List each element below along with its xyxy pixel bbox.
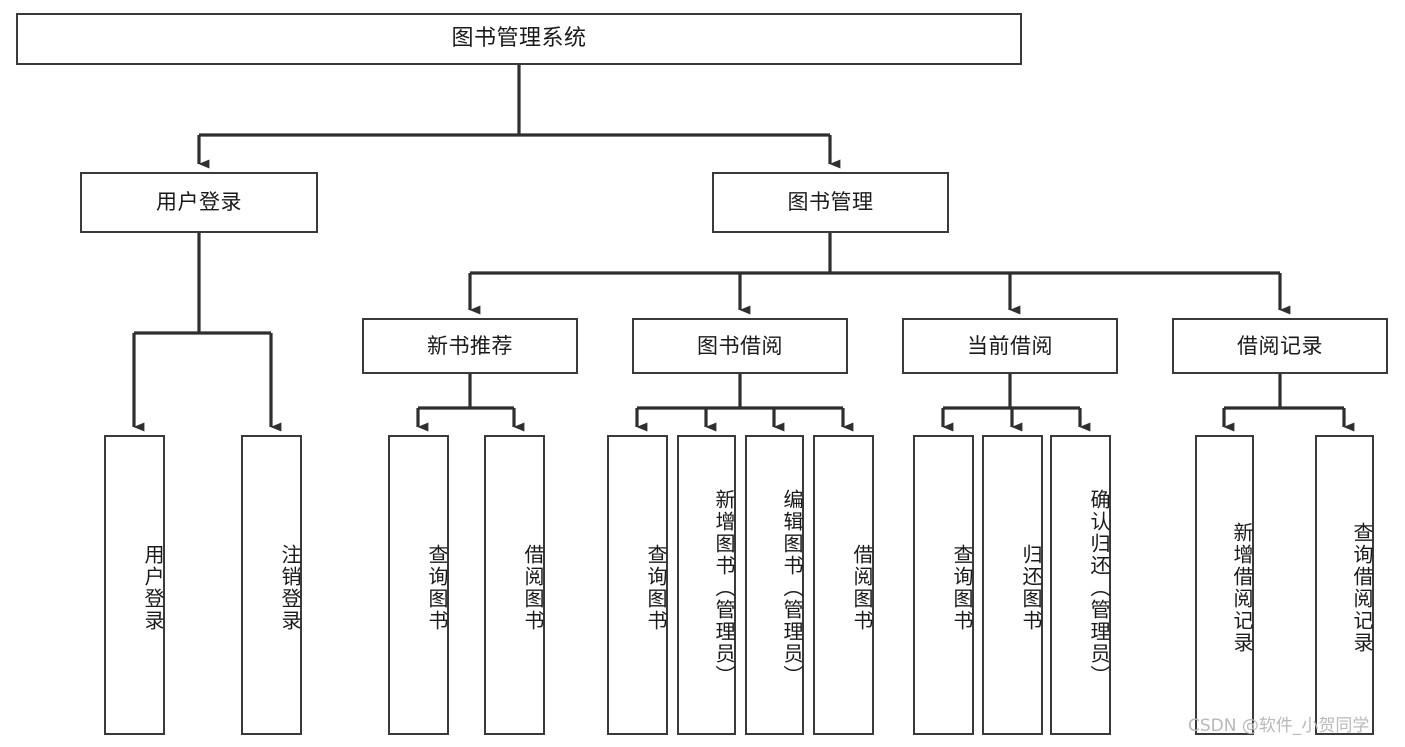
node-leaf-edit-book[interactable]: 编辑图书（管理员）: [745, 435, 804, 735]
node-leaf-user-logout-label: 注销登录: [278, 544, 302, 632]
node-book-borrow[interactable]: 图书借阅: [632, 318, 848, 374]
node-leaf-user-login[interactable]: 用户登录: [104, 435, 165, 735]
node-leaf-borrow-book-1[interactable]: 借阅图书: [484, 435, 545, 735]
node-leaf-add-record[interactable]: 新增借阅记录: [1195, 435, 1254, 735]
node-leaf-return-book-label: 归还图书: [1019, 544, 1043, 632]
node-leaf-query-book-3[interactable]: 查询图书: [913, 435, 974, 735]
node-leaf-add-book-label: 新增图书（管理员）: [712, 489, 736, 687]
node-root[interactable]: 图书管理系统: [16, 13, 1022, 65]
node-leaf-query-book-1[interactable]: 查询图书: [388, 435, 449, 735]
node-leaf-borrow-book-1-label: 借阅图书: [521, 544, 545, 632]
node-borrow-record[interactable]: 借阅记录: [1172, 318, 1388, 374]
node-leaf-query-record-label: 查询借阅记录: [1350, 522, 1374, 654]
node-leaf-query-book-2-label: 查询图书: [644, 544, 668, 632]
node-new-book-recommend-label: 新书推荐: [427, 333, 513, 358]
node-leaf-user-login-label: 用户登录: [141, 544, 165, 632]
node-book-management-label: 图书管理: [787, 190, 874, 215]
node-leaf-borrow-book-2-label: 借阅图书: [850, 544, 874, 632]
node-leaf-query-book-2[interactable]: 查询图书: [607, 435, 668, 735]
node-leaf-add-record-label: 新增借阅记录: [1230, 522, 1254, 654]
node-leaf-confirm-return[interactable]: 确认归还（管理员）: [1050, 435, 1111, 735]
node-leaf-edit-book-label: 编辑图书（管理员）: [780, 489, 804, 687]
node-book-management[interactable]: 图书管理: [712, 172, 949, 233]
node-leaf-return-book[interactable]: 归还图书: [982, 435, 1043, 735]
node-borrow-record-label: 借阅记录: [1237, 333, 1323, 358]
node-leaf-borrow-book-2[interactable]: 借阅图书: [813, 435, 874, 735]
node-user-login[interactable]: 用户登录: [80, 172, 318, 233]
node-current-borrow[interactable]: 当前借阅: [902, 318, 1118, 374]
node-root-label: 图书管理系统: [451, 26, 587, 52]
node-leaf-confirm-return-label: 确认归还（管理员）: [1087, 489, 1111, 687]
node-leaf-add-book[interactable]: 新增图书（管理员）: [677, 435, 736, 735]
node-leaf-query-record[interactable]: 查询借阅记录: [1315, 435, 1374, 735]
node-user-login-label: 用户登录: [156, 190, 242, 215]
node-leaf-query-book-3-label: 查询图书: [950, 544, 974, 632]
node-leaf-query-book-1-label: 查询图书: [425, 544, 449, 632]
node-current-borrow-label: 当前借阅: [967, 333, 1053, 358]
node-book-borrow-label: 图书借阅: [697, 333, 783, 358]
node-leaf-user-logout[interactable]: 注销登录: [241, 435, 302, 735]
node-new-book-recommend[interactable]: 新书推荐: [362, 318, 578, 374]
